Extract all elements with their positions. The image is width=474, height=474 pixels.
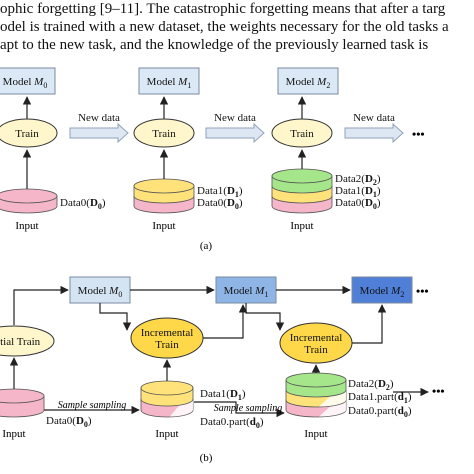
intro-text-line-2: odel is trained with a new dataset, the …: [0, 19, 449, 35]
a-stack-3-top: [271, 168, 333, 184]
a-model-2: [277, 67, 339, 95]
a-new-data-arrow-2: [205, 122, 265, 144]
b-sample-sampling-label-2: Sample sampling: [214, 403, 283, 414]
a-caption: (a): [200, 240, 213, 252]
a-new-data-arrow-1-label: New data: [78, 112, 120, 124]
a-stack-1-label-1: Data0(D0): [60, 197, 106, 211]
b-stack-3-top: [285, 372, 347, 388]
a-model-2-label: Model M2: [286, 76, 331, 90]
b-incremental2-to-model2-arrow: [352, 304, 387, 344]
b-input-label-3: Input: [304, 428, 327, 440]
b-stack-3-sampled-out-1: [319, 401, 346, 417]
b-input-label-1: Input: [2, 428, 25, 440]
b-model-2: [351, 276, 413, 304]
b-model-0-label: Model M0: [78, 285, 123, 299]
a-new-data-arrow-1: [69, 122, 129, 144]
a-new-data-arrow-2-label: New data: [214, 112, 256, 124]
b-ellipsis-bottom: •••: [432, 384, 445, 398]
intro-text-line-1: ophic forgetting [9–11]. The catastrophi…: [0, 1, 446, 17]
b-stack-1-label-1: Data0(D0): [46, 415, 92, 429]
b-stack-3-label-2: Data1.part(d1): [348, 391, 412, 405]
a-stack-2-label-1: Data1(D1): [197, 185, 243, 199]
b-initial-train: [0, 325, 55, 357]
b-incremental-train-2-label-2: Train: [304, 344, 328, 356]
a-new-data-arrow-3: [344, 122, 404, 144]
b-stack-3-label-3: Data0.part(d0): [348, 405, 412, 419]
a-model-0: [0, 67, 56, 95]
b-model1-to-incremental2-arrow: [245, 303, 285, 331]
a-input-label-2: Input: [152, 220, 175, 232]
a-input-label-3: Input: [290, 220, 313, 232]
a-model-0-label: Model M0: [3, 76, 48, 90]
b-incremental-train-2-label-1: Incremental: [290, 332, 343, 344]
b-stack-3-sampled-out-2: [319, 391, 346, 407]
b-model0-to-incremental1-arrow: [99, 303, 132, 331]
b-input-label-2: Input: [155, 428, 178, 440]
a-stack-3-label-2: Data1(D1): [335, 185, 381, 199]
b-model-1: [215, 276, 277, 304]
a-stack-3-label-3: Data0(D0): [335, 197, 381, 211]
b-ellipsis-top: •••: [416, 284, 429, 298]
a-train-1: [0, 118, 58, 148]
a-model-1: [138, 67, 200, 95]
a-stack-2-top: [133, 178, 195, 194]
a-train-1-label-1: Train: [15, 128, 39, 140]
b-initial-train-to-model0-arrow: [13, 285, 69, 325]
b-incremental1-to-model1-arrow: [203, 304, 248, 339]
b-caption: (b): [200, 452, 213, 464]
b-incremental-train-1-label-2: Train: [155, 339, 179, 351]
b-stack-2-top: [140, 380, 194, 396]
a-train-2-label-1: Train: [152, 128, 176, 140]
b-sample-sampling-arrow-2: [194, 401, 285, 418]
b-model-2-label: Model M2: [360, 285, 405, 299]
a-ellipsis: •••: [412, 127, 425, 141]
a-stack-1-top: [0, 188, 58, 204]
b-stack-2-label-2: Data0.part(d0): [200, 416, 264, 430]
b-incremental-train-1-label-1: Incremental: [141, 327, 194, 339]
intro-text-line-3: apt to the new task, and the knowledge o…: [0, 37, 429, 53]
a-train-3-label-1: Train: [290, 128, 314, 140]
a-model-1-label: Model M1: [147, 76, 192, 90]
b-stack-2-label-1: Data1(D1): [200, 388, 246, 402]
b-initial-train-label-1: Initial Train: [0, 336, 41, 348]
a-stack-2-label-2: Data0(D0): [197, 197, 243, 211]
a-new-data-arrow-3-label: New data: [353, 112, 395, 124]
b-model-1-label: Model M1: [224, 285, 269, 299]
a-input-label-1: Input: [15, 220, 38, 232]
b-sample-sampling-label-1: Sample sampling: [58, 400, 127, 411]
b-stack-3-label-1: Data2(D2): [348, 378, 394, 392]
a-stack-3-label-1: Data2(D2): [335, 173, 381, 187]
a-train-3: [271, 118, 333, 148]
a-train-2: [133, 118, 195, 148]
b-stack-2-sampled-out-1: [169, 400, 193, 417]
